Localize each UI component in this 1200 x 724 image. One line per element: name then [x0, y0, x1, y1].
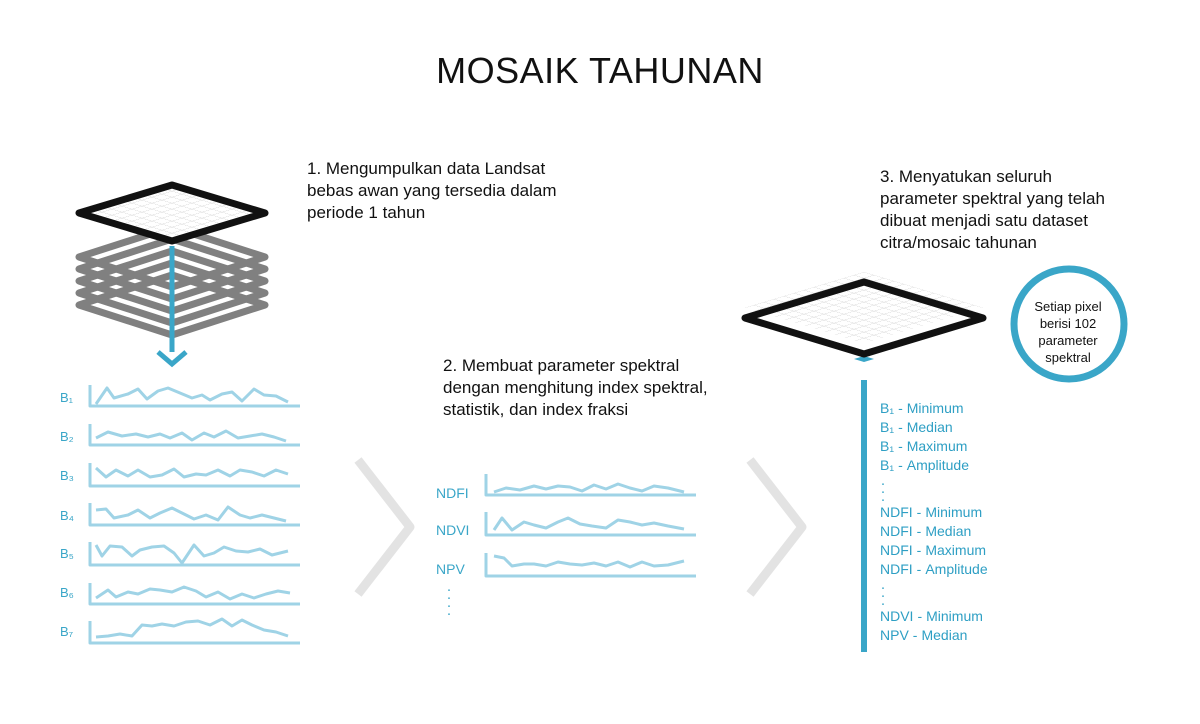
parameter-item: NDVI-Minimum — [880, 608, 983, 624]
index-chart-npv — [484, 553, 696, 578]
index-label: NDFI — [436, 485, 469, 501]
parameter-item: B₁-Median — [880, 419, 953, 435]
parameter-item: NPV-Median — [880, 627, 968, 643]
band-chart-b4 — [88, 503, 300, 527]
index-label: NPV — [436, 561, 465, 577]
band-label: B₅ — [60, 546, 74, 561]
parameter-item: B₁-Minimum — [880, 400, 964, 416]
parameter-item: NDFI-Amplitude — [880, 561, 988, 577]
band-chart-b1 — [88, 385, 300, 408]
band-chart-b7 — [88, 617, 300, 645]
pixel-info-text: Setiap pixel berisi 102 parameter spektr… — [1034, 299, 1102, 365]
band-chart-b6 — [88, 583, 300, 606]
more-indices-ellipsis: ···· — [446, 581, 452, 622]
parameter-item: NDFI-Minimum — [880, 504, 983, 520]
parameter-item: B₁-Amplitude — [880, 457, 969, 473]
chevron-right-icon — [354, 457, 415, 597]
more-parameters-ellipsis: ··· — [880, 579, 886, 612]
band-label: B₁ — [60, 390, 74, 405]
step-1-text: 1. Mengumpulkan data Landsat bebas awan … — [307, 159, 557, 222]
mosaic-tile-icon — [741, 272, 987, 362]
band-sparklines — [88, 385, 300, 645]
page-title: MOSAIK TAHUNAN — [436, 50, 764, 91]
band-label: B₇ — [60, 624, 74, 639]
index-label: NDVI — [436, 522, 470, 538]
parameter-item: NDFI-Maximum — [880, 542, 987, 558]
index-chart-ndfi — [484, 474, 696, 497]
down-arrow-icon — [156, 350, 188, 368]
index-chart-ndvi — [484, 512, 696, 537]
band-label: B₆ — [60, 585, 74, 600]
landsat-stack-icon — [75, 181, 269, 368]
band-chart-b3 — [88, 463, 300, 488]
chevron-right-icon — [746, 457, 807, 597]
stack-top-layer — [75, 181, 269, 245]
index-sparklines — [484, 474, 696, 578]
band-label: B₃ — [60, 468, 74, 483]
parameter-item: NDFI-Median — [880, 523, 972, 539]
band-label: B₄ — [60, 508, 74, 523]
step-2-text: 2. Membuat parameter spektral dengan men… — [443, 356, 708, 419]
highlighted-pixel — [854, 356, 874, 362]
band-label: B₂ — [60, 429, 74, 444]
band-chart-b2 — [88, 424, 300, 447]
step-3-text: 3. Menyatukan seluruh parameter spektral… — [880, 167, 1105, 252]
band-chart-b5 — [88, 542, 300, 567]
more-parameters-ellipsis: ··· — [880, 475, 886, 508]
pixel-info-circle — [1010, 265, 1128, 383]
parameter-item: B₁-Maximum — [880, 438, 968, 454]
